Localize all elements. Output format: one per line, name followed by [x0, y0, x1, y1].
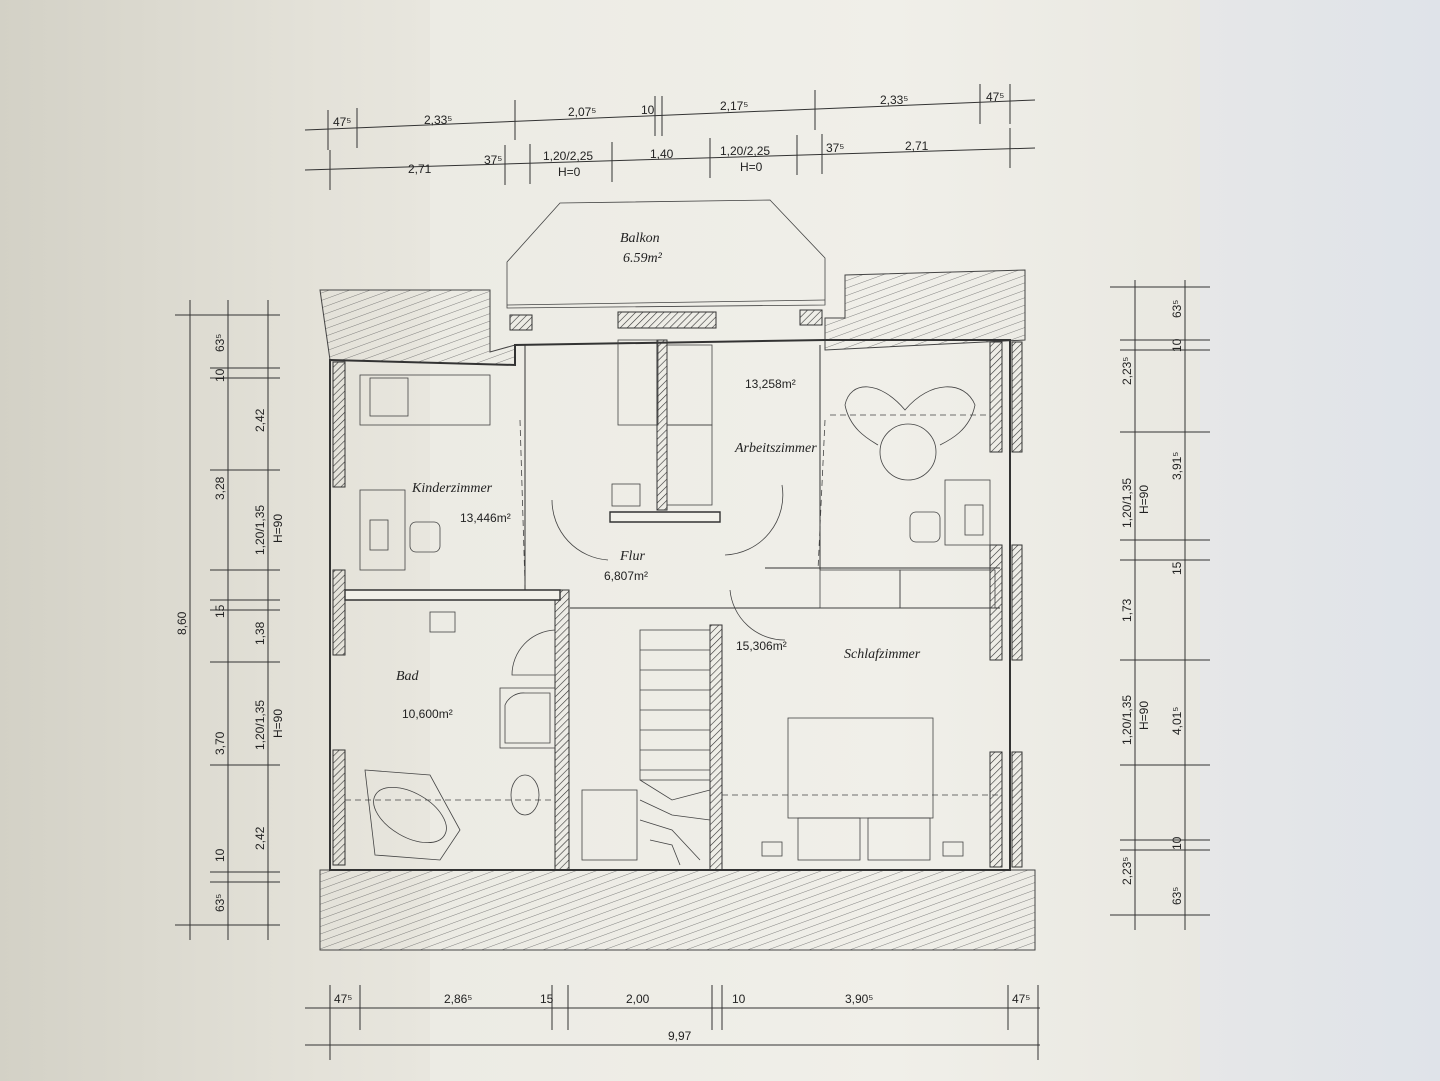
- dim-bottom-total: 9,97: [668, 1029, 692, 1043]
- dim-right-c1-5: H=90: [1137, 701, 1151, 730]
- dim-right-c2-5: 10: [1170, 836, 1184, 850]
- dim-right-c1-0: 2,23⁵: [1120, 357, 1134, 385]
- dim-right-c2-2: 3,91⁵: [1170, 452, 1184, 480]
- dim-left-c1-3: 10: [213, 848, 227, 862]
- dim-right-c1-2: H=90: [1137, 485, 1151, 514]
- dim-bottom-4: 10: [732, 992, 746, 1006]
- right-dimension-texts: 2,23⁵ 1,20/1,35 H=90 1,73 1,20/1,35 H=90…: [1120, 300, 1184, 905]
- dim-left-c2-3: 3,70: [213, 731, 227, 755]
- bottom-dimension-texts: 47⁵ 2,86⁵ 15 2,00 10 3,90⁵ 47⁵ 9,97: [334, 992, 1030, 1043]
- dim-right-c1-3: 1,73: [1120, 598, 1134, 622]
- dim-left-c3-1: H=90: [271, 514, 285, 543]
- furniture: [345, 339, 1000, 866]
- kinderzimmer-area: 13,446m²: [460, 511, 511, 525]
- dim-top-2-5: 1,20/2,25: [720, 144, 770, 158]
- balcony: [506, 199, 826, 309]
- dim-left-c2-0: 2,42: [253, 408, 267, 432]
- dim-top-1-6: 47⁵: [986, 90, 1004, 104]
- dim-left-c1-2: 15: [213, 604, 227, 618]
- dim-right-c1-6: 2,23⁵: [1120, 857, 1134, 885]
- dim-top-2-4: 1,40: [650, 147, 674, 161]
- dim-bottom-1: 2,86⁵: [444, 992, 472, 1006]
- dim-left-c2-1: 3,28: [213, 476, 227, 500]
- dim-right-c2-0: 63⁵: [1170, 300, 1184, 318]
- dim-bottom-3: 2,00: [626, 992, 650, 1006]
- flur-area: 6,807m²: [604, 569, 648, 583]
- dim-left-c1-1: 10: [213, 368, 227, 382]
- dim-right-c1-1: 1,20/1,35: [1120, 478, 1134, 528]
- dim-bottom-6: 47⁵: [1012, 992, 1030, 1006]
- dim-top-2-6: H=0: [740, 160, 763, 174]
- bottom-dimension-lines: [305, 985, 1040, 1060]
- balkon-area: 6.59m²: [623, 251, 663, 266]
- right-dimension-lines: [1110, 280, 1210, 930]
- dim-top-1-1: 2,33⁵: [424, 113, 452, 127]
- dim-bottom-0: 47⁵: [334, 992, 352, 1006]
- dim-right-c1-4: 1,20/1,35: [1120, 695, 1134, 745]
- dim-left-c3-3: H=90: [271, 709, 285, 738]
- dim-top-1-2: 2,07⁵: [568, 105, 596, 119]
- schlafzimmer-name: Schlafzimmer: [844, 647, 921, 662]
- dim-bottom-5: 3,90⁵: [845, 992, 873, 1006]
- paper-right-fold: [1200, 0, 1440, 1081]
- bad-area: 10,600m²: [402, 707, 453, 721]
- roof-overhangs: [319, 269, 1036, 951]
- dim-right-c2-1: 10: [1170, 338, 1184, 352]
- dim-top-2-0: 2,71: [408, 162, 432, 176]
- left-dimension-lines: [175, 300, 280, 940]
- top-dimension-lines: [304, 84, 1036, 190]
- dim-top-1-4: 2,17⁵: [720, 99, 748, 113]
- dim-bottom-2: 15: [540, 992, 554, 1006]
- left-dimension-texts: 8,60 63⁵ 10 15 10 63⁵ 2,42 3,28 1,38 3,7…: [175, 334, 285, 912]
- dim-top-2-2: 1,20/2,25: [543, 149, 593, 163]
- dim-top-2-3: H=0: [558, 165, 581, 179]
- dim-top-1-3: 10: [641, 103, 655, 117]
- dim-top-1-0: 47⁵: [333, 115, 351, 129]
- arbeitszimmer-area: 13,258m²: [745, 377, 796, 391]
- flur-name: Flur: [619, 549, 645, 564]
- outer-walls: [329, 309, 1023, 871]
- dim-left-total: 8,60: [175, 611, 189, 635]
- dim-left-c1-0: 63⁵: [213, 334, 227, 352]
- dim-top-2-1: 37⁵: [484, 153, 502, 167]
- dim-left-c2-4: 2,42: [253, 826, 267, 850]
- dim-right-c2-3: 15: [1170, 561, 1184, 575]
- balkon-name: Balkon: [620, 231, 660, 246]
- dim-left-c3-2: 1,20/1,35: [253, 700, 267, 750]
- dim-left-c2-2: 1,38: [253, 621, 267, 645]
- dim-top-2-8: 2,71: [905, 139, 929, 153]
- dim-left-c1-4: 63⁵: [213, 894, 227, 912]
- schlafzimmer-area: 15,306m²: [736, 639, 787, 653]
- dim-right-c2-6: 63⁵: [1170, 887, 1184, 905]
- room-labels: Balkon 6.59m² Kinderzimmer 13,446m² 13,2…: [396, 231, 921, 721]
- top-dimension-texts: 47⁵ 2,33⁵ 2,07⁵ 10 2,17⁵ 2,33⁵ 47⁵ 2,71 …: [333, 90, 1004, 179]
- dim-right-c2-4: 4,01⁵: [1170, 707, 1184, 735]
- bad-name: Bad: [396, 669, 420, 684]
- dim-left-c3-0: 1,20/1,35: [253, 505, 267, 555]
- kinderzimmer-name: Kinderzimmer: [411, 481, 493, 496]
- interior-walls: [344, 339, 1000, 871]
- dim-top-1-5: 2,33⁵: [880, 93, 908, 107]
- dim-top-2-7: 37⁵: [826, 141, 844, 155]
- arbeitszimmer-name: Arbeitszimmer: [734, 441, 817, 456]
